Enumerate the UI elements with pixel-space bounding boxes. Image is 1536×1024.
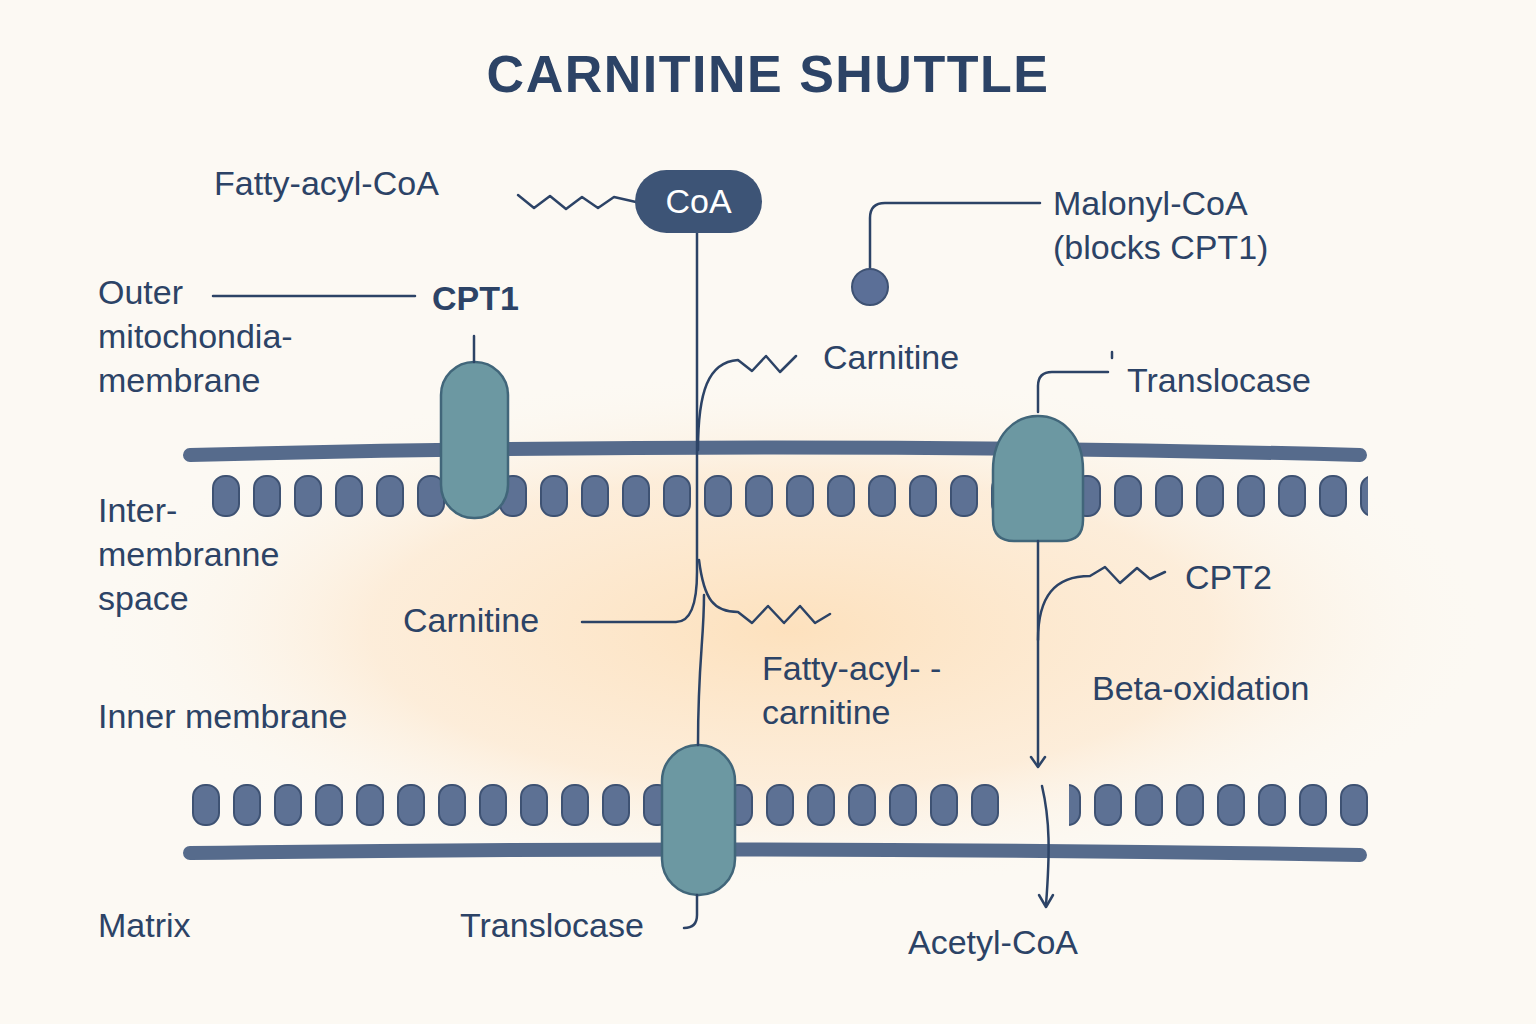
text-label: Translocase [460,903,644,947]
outer-membrane-line [190,448,1360,456]
acyl-chain [1038,567,1165,640]
text-label: CPT2 [1185,555,1272,599]
node-text: CoA [665,182,731,221]
outer-membrane-beads [212,474,1368,518]
text-label: Matrix [98,903,191,947]
inner-membrane-beads [192,783,1012,827]
text-label: Fatty-acyl- -carnitine [762,646,974,734]
fatty-acyl-chain [518,195,636,209]
arrow-head [1031,757,1045,767]
pathway-line [698,595,704,745]
pathway-arrow [1037,541,1040,766]
text-label: Carnitine [823,335,959,379]
text-label: Outer mitochondia- membrane [98,270,360,402]
text-label: Inner membrane [98,694,347,738]
translocase-protein [993,416,1083,541]
text-label: Inter- membranne space [98,488,330,620]
text-label: Fatty-acyl-CoA [214,161,439,205]
inner-membrane-line [190,849,1360,855]
diagram-title: CARNITINE SHUTTLE [0,44,1536,104]
text-label: Acetyl-CoA [908,920,1078,964]
translocase-protein [662,745,735,895]
inner-membrane-beads [1069,783,1368,827]
leader-line [473,336,476,362]
text-label: Translocase [1127,358,1311,402]
carnitine-chain [698,356,796,450]
text-label: CPT1 [432,276,519,320]
pathway-line [582,233,697,622]
arrow-head [1039,895,1053,907]
pathway-arrow [1042,786,1049,905]
cpt1-protein [441,362,508,518]
intermembrane-glow [90,370,1490,890]
leader-line [684,895,697,928]
fatty-acyl-chain [699,560,830,623]
text-label: Beta-oxidation [1092,666,1309,710]
leader-tick [1111,352,1114,358]
leader-line [213,295,415,298]
text-label: Malonyl-CoA (blocks CPT1) [1053,181,1315,269]
coa-pill: CoA [635,170,762,233]
leader-line [1038,372,1108,412]
leader-line [870,203,1040,270]
text-label: Carnitine [403,598,539,642]
malonyl-dot [852,269,888,305]
